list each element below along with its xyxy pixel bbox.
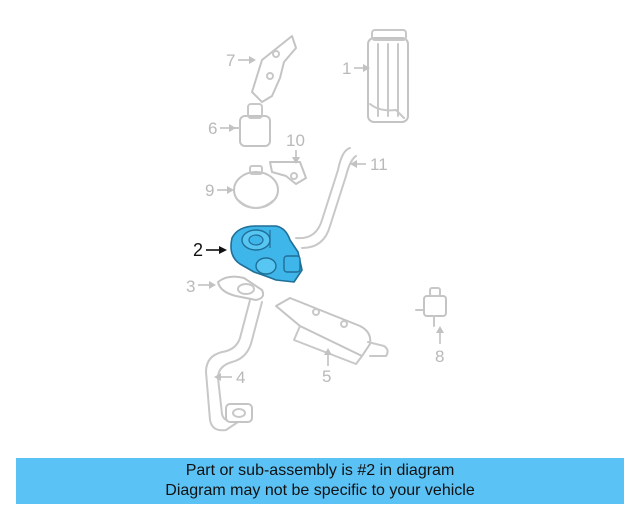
callout-label-1: 1 [342, 59, 351, 78]
part-9-round-canister[interactable] [233, 165, 279, 209]
callout-label-5: 5 [322, 367, 331, 386]
callout-4: 4 [214, 368, 245, 387]
part-2-egr-valve[interactable] [230, 225, 303, 283]
callout-label-11: 11 [370, 155, 388, 174]
callout-3: 3 [186, 277, 216, 296]
parts-diagram: 1 7 6 10 9 [186, 29, 447, 432]
caption-line-disclaimer: Diagram may not be specific to your vehi… [165, 482, 475, 499]
part-8-sensor[interactable] [415, 287, 447, 327]
part-4-pipe[interactable] [205, 299, 263, 432]
callout-label-10: 10 [286, 131, 305, 150]
part-3-gasket[interactable] [217, 275, 265, 301]
callout-label-9: 9 [205, 181, 214, 200]
callout-label-6: 6 [208, 119, 217, 138]
callout-8: 8 [435, 326, 444, 366]
callout-9: 9 [205, 181, 234, 200]
caption-line-part: Part or sub-assembly is #2 in diagram [185, 462, 455, 479]
callout-10: 10 [286, 131, 305, 164]
callout-label-7: 7 [226, 51, 235, 70]
part-1-canister[interactable] [367, 29, 409, 123]
callout-label-2: 2 [193, 240, 203, 260]
caption-bar: Part or sub-assembly is #2 in diagram Di… [16, 458, 624, 504]
part-10-small-bracket[interactable] [269, 161, 307, 185]
callout-6: 6 [208, 119, 236, 138]
callout-7: 7 [226, 51, 256, 70]
callout-label-8: 8 [435, 347, 444, 366]
part-6-solenoid[interactable] [231, 103, 271, 147]
callout-5: 5 [322, 348, 332, 386]
callout-label-3: 3 [186, 277, 195, 296]
part-11-hose[interactable] [295, 147, 357, 249]
part-5-manifold[interactable] [275, 297, 389, 365]
callout-11: 11 [350, 155, 388, 174]
callout-2: 2 [193, 240, 227, 260]
callout-1: 1 [342, 59, 370, 78]
part-7-bracket[interactable] [251, 35, 297, 103]
callout-label-4: 4 [236, 368, 245, 387]
